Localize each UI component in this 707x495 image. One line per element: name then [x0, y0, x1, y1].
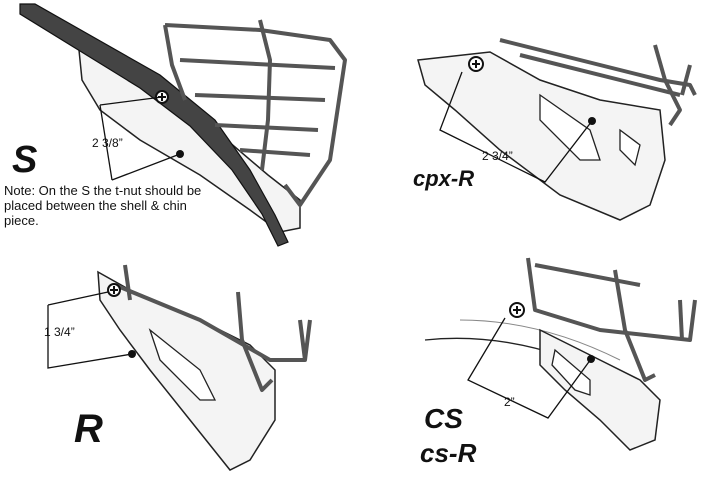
cpxr-dimension-bracket — [439, 71, 593, 183]
cs-face-cage — [526, 257, 697, 382]
r-dimension-label: 1 3/4” — [44, 325, 75, 339]
cpxr-face-cage — [499, 38, 697, 127]
s-dimension-bracket — [99, 96, 181, 181]
panel-cs: 2” CS cs-R — [420, 257, 697, 468]
cs-logo: CS — [424, 403, 463, 434]
panel-cpx-r: 2 3/4” cpx-R — [413, 38, 697, 221]
s-dimension-label: 2 3/8” — [92, 136, 123, 150]
r-logo: R — [74, 407, 103, 451]
cs-dimension-label: 2” — [504, 395, 515, 409]
cpxr-chin-piece — [417, 51, 666, 221]
s-face-cage — [163, 19, 347, 207]
r-dimension-bracket — [47, 291, 133, 369]
s-tnut-note: Note: On the S the t-nut should be place… — [4, 183, 202, 228]
s-logo: S — [12, 139, 37, 181]
cs-r-logo: cs-R — [420, 438, 477, 468]
panel-s: 2 3/8” S — [12, 3, 347, 247]
cpxr-logo: cpx-R — [413, 166, 474, 191]
r-face-cage — [114, 264, 312, 392]
s-shell-strap — [19, 3, 289, 247]
cs-chin-piece — [539, 328, 661, 451]
panel-r: 1 3/4” R — [44, 264, 312, 471]
cs-dimension-bracket — [467, 317, 592, 419]
cpxr-dimension-label: 2 3/4” — [482, 149, 513, 163]
